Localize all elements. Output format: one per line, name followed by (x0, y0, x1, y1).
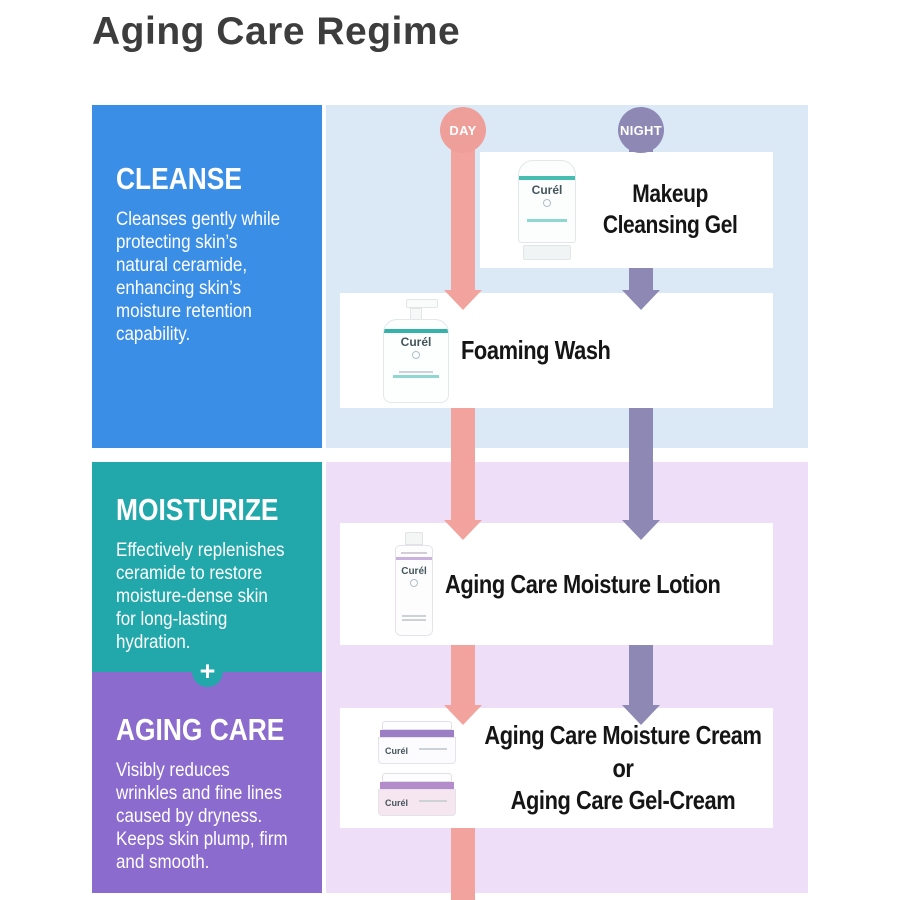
product-label-moisture-lotion: Aging Care Moisture Lotion (445, 568, 721, 599)
product-image-foaming-wash: Curél (382, 298, 452, 403)
brand-ring-icon (410, 579, 418, 587)
night-arrow-head-foaming-wash (622, 290, 660, 310)
pump-nozzle (406, 298, 438, 308)
tube-accent-line (527, 219, 567, 222)
step-box-moisturize: MOISTURIZE Effectively replenishes ceram… (92, 462, 322, 672)
step-box-aging-care: AGING CARE Visibly reduces wrinkles and … (92, 672, 322, 893)
product-card-makeup-cleansing-gel: Curél Makeup Cleansing Gel (480, 152, 773, 268)
product-image-moisture-lotion: Curél (392, 532, 436, 636)
product-image-creams: Curél Curél (378, 720, 458, 816)
pump-stem (410, 307, 422, 320)
night-badge: NIGHT (618, 107, 664, 153)
product-image-makeup-cleansing-gel: Curél (506, 160, 590, 260)
plus-icon: + (199, 656, 216, 686)
jar-lid (382, 720, 452, 730)
brand-text: Curél (531, 183, 563, 197)
product-label-aging-care-cream: Aging Care Moisture Cream or Aging Care … (484, 720, 762, 816)
day-arrow-shaft-to-lotion (451, 408, 475, 523)
night-arrow-head-cream (622, 705, 660, 725)
bottle-body: Curél (383, 318, 449, 403)
page-title: Aging Care Regime (92, 10, 461, 53)
product-label-makeup-cleansing-gel: Makeup Cleansing Gel (602, 179, 738, 239)
bottle-teal-stripe (384, 328, 448, 333)
label-line (399, 370, 433, 373)
tube-teal-stripe (519, 176, 575, 180)
label-line (402, 615, 426, 617)
day-arrow-shaft-bottom (451, 828, 475, 900)
jar-body: Curél (378, 736, 456, 764)
brand-text: Curél (385, 797, 409, 808)
bottle-body: Curél (395, 545, 433, 636)
jar-purple-band (380, 729, 454, 737)
plus-connector-badge: + (192, 656, 223, 687)
label-line (401, 552, 427, 554)
day-arrow-shaft-to-foaming-wash (451, 148, 475, 293)
label-line (419, 799, 447, 802)
brand-text: Curél (385, 745, 409, 756)
night-arrow-shaft-to-lotion (629, 408, 653, 523)
night-arrow-head-lotion (622, 520, 660, 540)
day-badge: DAY (440, 107, 486, 153)
night-arrow-shaft-to-cream (629, 645, 653, 708)
night-badge-label: NIGHT (620, 122, 662, 138)
brand-ring-icon (412, 350, 420, 359)
gel-cream-jar: Curél (378, 772, 456, 816)
step-box-cleanse: CLEANSE Cleanses gently while protecting… (92, 105, 322, 448)
product-card-aging-care-cream: Curél Curél Aging Care Moisture Cream or… (340, 708, 773, 828)
day-arrow-head-cream (444, 705, 482, 725)
bottle-cap (405, 532, 423, 545)
day-arrow-head-lotion (444, 520, 482, 540)
step-description-cleanse: Cleanses gently while protecting skin’s … (116, 208, 281, 345)
jar-purple-band (380, 781, 454, 789)
step-description-aging-care: Visibly reduces wrinkles and fine lines … (116, 759, 288, 873)
bottle-accent-line (393, 374, 439, 378)
bottle-lavender-stripe (396, 557, 432, 560)
product-card-aging-care-moisture-lotion: Curél Aging Care Moisture Lotion (340, 523, 773, 645)
product-label-foaming-wash: Foaming Wash (461, 335, 611, 365)
brand-text: Curél (401, 566, 427, 577)
label-line (402, 619, 426, 621)
day-arrow-shaft-to-cream (451, 645, 475, 708)
product-card-foaming-wash: Curél Foaming Wash (340, 293, 773, 408)
night-arrow-shaft-to-foaming-wash (629, 268, 653, 293)
step-description-moisturize: Effectively replenishes ceramide to rest… (116, 539, 285, 653)
day-arrow-head-foaming-wash (444, 290, 482, 310)
step-label-moisturize: MOISTURIZE (116, 492, 279, 527)
brand-text: Curél (400, 334, 432, 349)
jar-lid (382, 772, 452, 782)
moisture-cream-jar: Curél (378, 720, 456, 764)
tube-cap (523, 245, 571, 260)
label-lines (396, 613, 432, 621)
tube-body: Curél (518, 160, 576, 243)
step-label-cleanse: CLEANSE (116, 161, 242, 196)
day-badge-label: DAY (449, 122, 477, 138)
label-line (419, 747, 447, 750)
jar-body: Curél (378, 788, 456, 816)
step-label-aging-care: AGING CARE (116, 712, 285, 747)
brand-ring-icon (543, 199, 551, 207)
